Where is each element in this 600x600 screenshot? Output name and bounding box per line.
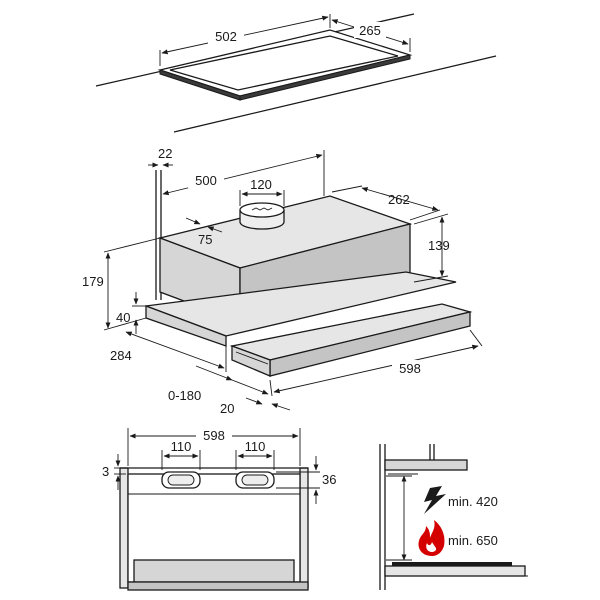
- dim-179-label: 179: [82, 274, 104, 289]
- hood-isometric: 22 500 120 262 75 139 179 40: [82, 146, 483, 416]
- flame-icon: [418, 520, 445, 556]
- dim-120-label: 120: [250, 177, 272, 192]
- clearance-view: min. 420 min. 650: [379, 444, 528, 590]
- dim-75-label: 75: [198, 232, 212, 247]
- dim-40-label: 40: [116, 310, 130, 325]
- dim-262-label: 262: [388, 192, 410, 207]
- dim-500-label: 500: [195, 173, 217, 188]
- cutout-depth-label: 265: [359, 23, 381, 38]
- dim-598-label: 598: [399, 361, 421, 376]
- electric-clearance-label: min. 420: [448, 494, 498, 509]
- outlet-left-label: 110: [171, 439, 192, 454]
- front-view: 598 110 110 3 36: [102, 427, 336, 591]
- cutout-view: 502 265: [95, 13, 497, 133]
- gas-clearance-label: min. 650: [448, 533, 498, 548]
- dim-139-label: 139: [428, 238, 450, 253]
- dim-284-label: 284: [110, 348, 132, 363]
- dim-36-label: 36: [322, 472, 336, 487]
- dim-3-label: 3: [102, 464, 109, 479]
- dim-0-180-label: 0-180: [168, 388, 201, 403]
- cutout-width-label: 502: [215, 29, 237, 44]
- dim-22-label: 22: [158, 146, 172, 161]
- dim-20-label: 20: [220, 401, 234, 416]
- front-width-label: 598: [203, 428, 225, 443]
- outlet-right-label: 110: [245, 439, 266, 454]
- lightning-icon: [424, 486, 446, 514]
